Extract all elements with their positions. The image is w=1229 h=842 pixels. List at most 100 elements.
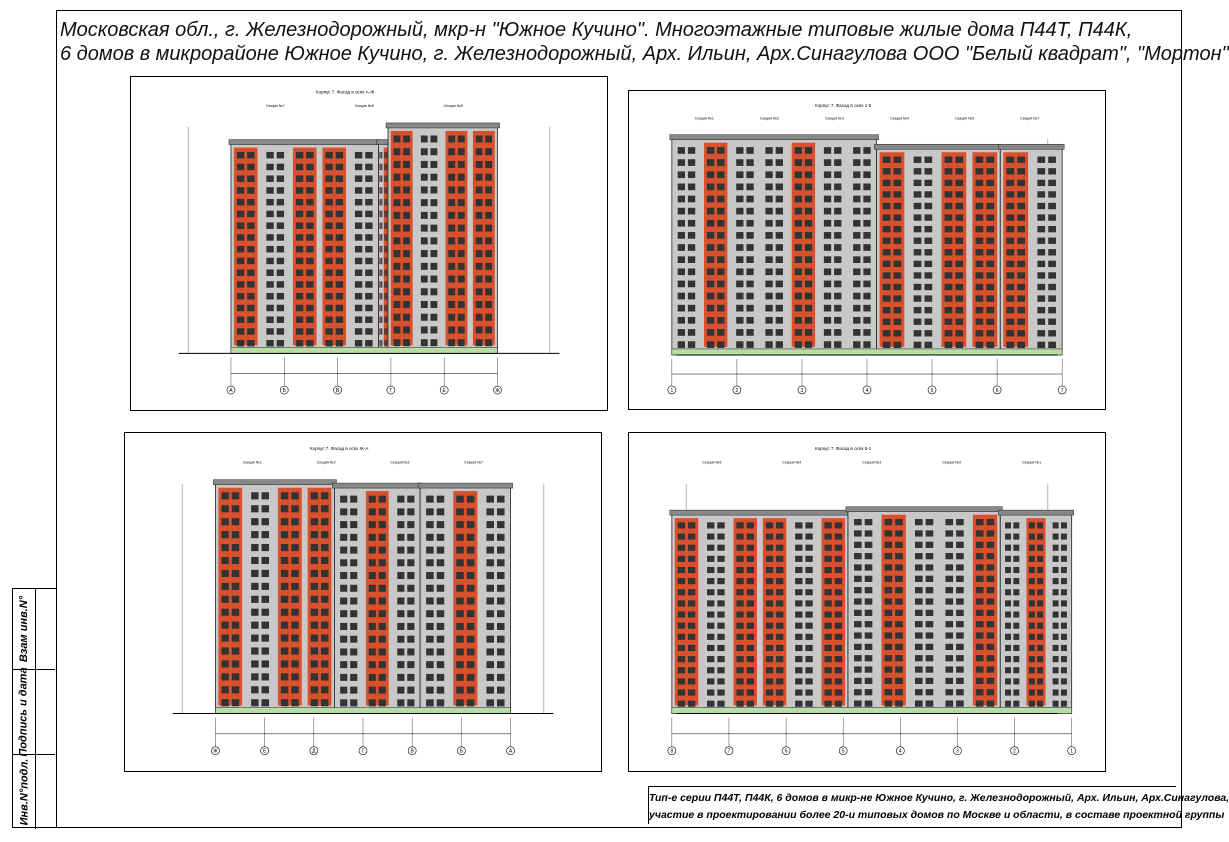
window (466, 661, 475, 669)
window (291, 634, 299, 642)
window (863, 207, 871, 215)
window (397, 546, 405, 554)
window (717, 578, 725, 585)
window (707, 589, 715, 596)
window (261, 492, 269, 500)
window (895, 655, 903, 662)
window (736, 700, 744, 707)
window (379, 316, 381, 323)
window (365, 292, 373, 300)
window (854, 700, 862, 707)
window (925, 530, 934, 537)
window (496, 648, 505, 656)
window (325, 257, 333, 265)
window (895, 677, 903, 685)
window (466, 546, 475, 554)
window (925, 632, 934, 639)
window (251, 699, 259, 707)
window (456, 597, 464, 605)
roof-cornice (385, 122, 500, 129)
window (1037, 667, 1044, 674)
window (448, 301, 456, 309)
window (717, 195, 725, 203)
window (379, 339, 381, 347)
window (805, 533, 813, 540)
window (736, 329, 744, 336)
window (393, 160, 401, 168)
window (913, 168, 922, 175)
window (251, 518, 259, 526)
window (1017, 283, 1026, 291)
window (266, 304, 274, 312)
window (397, 508, 405, 516)
window (804, 232, 813, 239)
window (975, 530, 984, 537)
window (385, 163, 388, 171)
window (379, 292, 381, 300)
window (385, 210, 388, 218)
window (854, 553, 862, 560)
window (379, 222, 381, 229)
window (945, 541, 954, 548)
window (340, 610, 348, 618)
window (677, 195, 685, 203)
window (895, 587, 903, 594)
window (436, 584, 445, 592)
window (956, 609, 964, 616)
window (706, 219, 715, 227)
axis-marker (732, 385, 742, 395)
window (266, 281, 274, 288)
window (863, 341, 871, 348)
window (687, 219, 696, 227)
window (321, 673, 329, 681)
window (804, 292, 813, 300)
window (863, 244, 871, 251)
window (975, 553, 984, 560)
window (1048, 225, 1056, 233)
window (863, 232, 871, 239)
window (247, 304, 255, 312)
window (1048, 260, 1056, 268)
window (496, 673, 505, 681)
window (379, 281, 381, 288)
window (430, 135, 438, 143)
window (1052, 633, 1059, 640)
window (854, 598, 862, 605)
window (280, 686, 289, 694)
window (824, 566, 832, 574)
axis-marker (1010, 746, 1019, 756)
window (321, 556, 329, 565)
window (354, 198, 363, 206)
window (1052, 578, 1059, 585)
window (280, 556, 289, 565)
roof-cornice (669, 509, 851, 516)
window (430, 275, 438, 283)
window (794, 280, 802, 288)
window (247, 292, 255, 300)
window (1006, 341, 1015, 349)
window (426, 673, 434, 681)
window (291, 699, 299, 707)
window (280, 673, 289, 681)
window (247, 222, 255, 229)
window (485, 199, 493, 207)
window (955, 341, 964, 349)
window (310, 634, 319, 642)
window (321, 660, 329, 668)
window (913, 225, 922, 233)
window (944, 225, 953, 233)
window (677, 171, 685, 179)
window (795, 633, 803, 640)
window (717, 533, 725, 540)
window (221, 582, 229, 590)
window (448, 262, 456, 270)
window (457, 148, 465, 156)
window (280, 492, 289, 500)
window (924, 237, 933, 244)
window (884, 643, 893, 650)
window (295, 163, 304, 171)
window (231, 492, 240, 500)
window (736, 147, 744, 154)
project-caption: Тип-е серии П44Т, П44К, 6 домов в микр-н… (648, 786, 1229, 824)
window (448, 224, 456, 232)
